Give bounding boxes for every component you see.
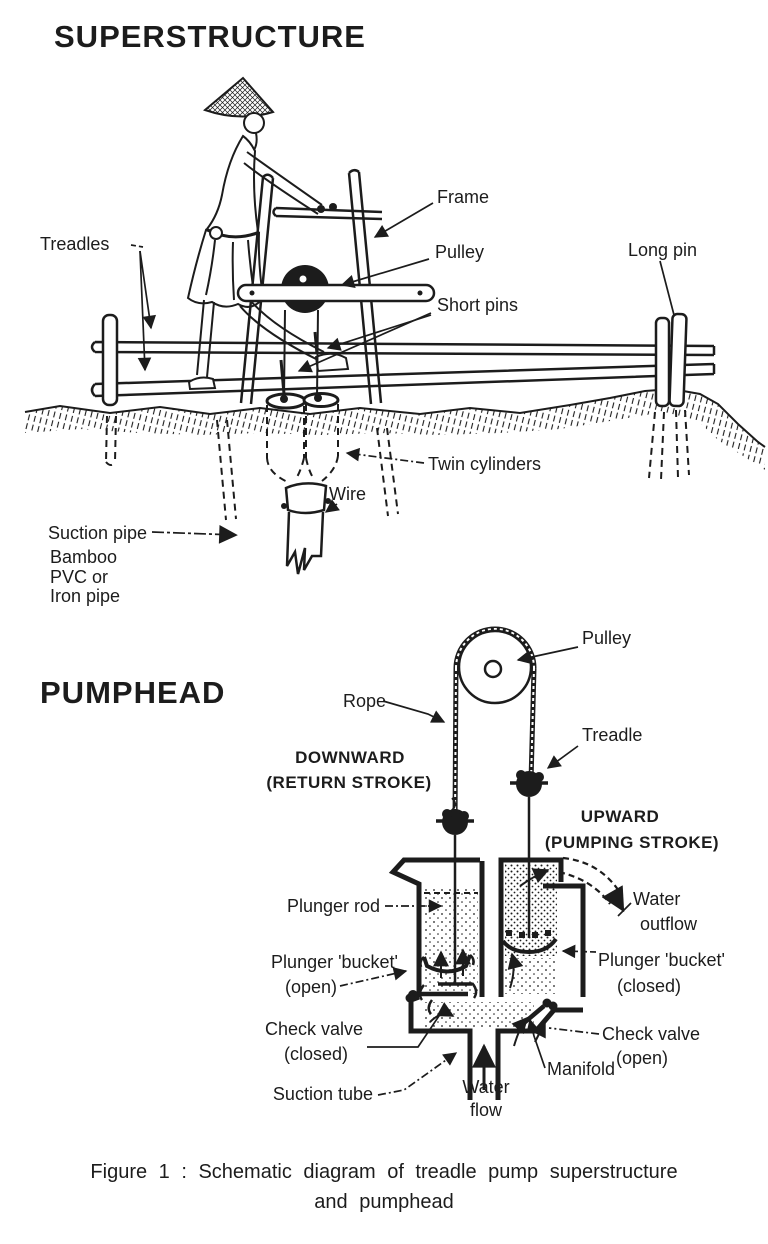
- label-treadle: Treadle: [582, 725, 642, 745]
- label-rope: Rope: [343, 691, 386, 711]
- ground-hatching: [25, 389, 765, 470]
- rope-knot-right: [510, 770, 548, 797]
- label-suction-pipe-2: Bamboo: [50, 547, 117, 567]
- label-twin-cylinders: Twin cylinders: [428, 454, 541, 474]
- plunger-bucket-open: [418, 948, 478, 1001]
- label-short-pins: Short pins: [437, 295, 518, 315]
- label-suction-tube: Suction tube: [273, 1084, 373, 1104]
- crossbar-pin-left: [249, 290, 255, 296]
- label-suction-pipe-3: PVC or: [50, 567, 108, 587]
- label-check-valve-closed-1: Check valve: [265, 1019, 363, 1039]
- suction-pipe: [281, 482, 331, 575]
- pulley-ropes-and-pins: [279, 309, 319, 399]
- superstructure-annotations: Treadles Frame Pulley Short pins Long pi…: [40, 187, 697, 606]
- rope-knot-left: [436, 797, 474, 835]
- label-plunger-bucket-open-1: Plunger 'bucket': [271, 952, 398, 972]
- label-pumping-stroke: (PUMPING STROKE): [545, 833, 719, 852]
- pumphead-pulley-hub: [483, 659, 503, 679]
- label-water-flow-1: Water: [462, 1077, 509, 1097]
- crossbar-pin-right: [417, 290, 423, 296]
- rope: [452, 626, 537, 821]
- label-plunger-bucket-open-2: (open): [285, 977, 337, 997]
- long-pin-post-b: [668, 312, 688, 408]
- pumphead-drawing: [388, 626, 625, 1100]
- label-water-outflow-2: outflow: [640, 914, 698, 934]
- water-left-cylinder: [424, 888, 478, 994]
- pumphead-annotations: Pulley Rope Treadle DOWNWARD (RETURN STR…: [265, 628, 725, 1120]
- plunger-bucket-closed: [501, 930, 558, 955]
- manifold-foot-left: [405, 993, 415, 1003]
- label-manifold: Manifold: [547, 1059, 615, 1079]
- ground-contour: [24, 387, 766, 448]
- label-treadles: Treadles: [40, 234, 109, 254]
- caption-line-2: and pumphead: [314, 1191, 453, 1213]
- label-upward: UPWARD: [581, 807, 660, 826]
- treadle-rails: [90, 340, 716, 398]
- label-check-valve-open-2: (open): [616, 1048, 668, 1068]
- pulley-crossbar: [236, 283, 436, 303]
- left-post: [101, 313, 119, 407]
- label-water-flow-2: flow: [470, 1100, 503, 1120]
- conical-hat: [203, 76, 275, 118]
- label-check-valve-closed-2: (closed): [284, 1044, 348, 1064]
- label-suction-pipe-4: Iron pipe: [50, 586, 120, 606]
- pulley-hub: [299, 275, 307, 283]
- manifold-foot-right: [548, 1001, 558, 1011]
- label-plunger-bucket-closed-2: (closed): [617, 976, 681, 996]
- label-pulley-super: Pulley: [435, 242, 484, 262]
- label-suction-pipe-1: Suction pipe: [48, 523, 147, 543]
- twin-cylinders: [265, 392, 340, 484]
- label-plunger-rod: Plunger rod: [287, 896, 380, 916]
- label-water-outflow-1: Water: [633, 889, 680, 909]
- label-wire: Wire: [329, 484, 366, 504]
- label-long-pin: Long pin: [628, 240, 697, 260]
- label-return-stroke: (RETURN STROKE): [266, 773, 431, 792]
- figure-caption: Figure 1 : Schematic diagram of treadle …: [90, 1161, 677, 1213]
- superstructure-title: SUPERSTRUCTURE: [54, 19, 366, 54]
- pump-operator: [186, 76, 350, 391]
- label-check-valve-open-1: Check valve: [602, 1024, 700, 1044]
- buried-posts: [105, 409, 690, 521]
- label-plunger-bucket-closed-1: Plunger 'bucket': [598, 950, 725, 970]
- pumphead-title: PUMPHEAD: [40, 675, 225, 710]
- label-pulley-pumphead: Pulley: [582, 628, 631, 648]
- water-outflow-stream: [519, 856, 625, 913]
- caption-line-1: Figure 1 : Schematic diagram of treadle …: [90, 1161, 677, 1183]
- label-frame: Frame: [437, 187, 489, 207]
- superstructure-section: SUPERSTRUCTURE: [24, 19, 766, 606]
- label-downward: DOWNWARD: [295, 748, 405, 767]
- cylinder-walls: [388, 857, 586, 997]
- superstructure-drawing: [24, 76, 766, 575]
- long-pin-post-a: [654, 316, 671, 408]
- pumphead-section: PUMPHEAD: [40, 626, 725, 1120]
